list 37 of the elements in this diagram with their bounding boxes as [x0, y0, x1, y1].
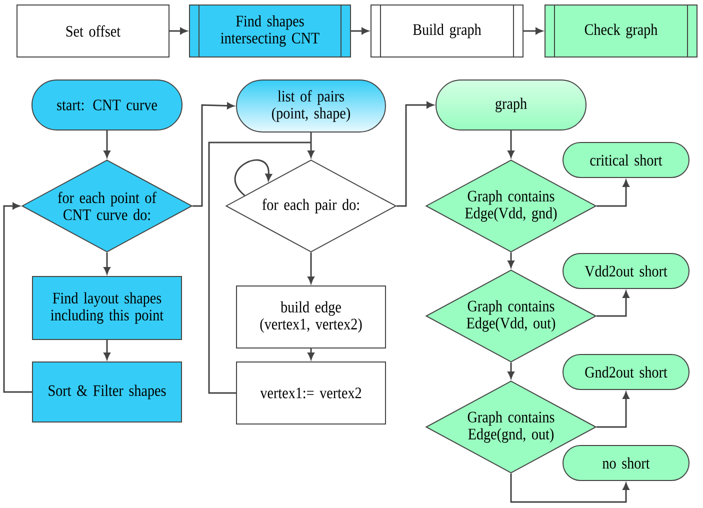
arrow [308, 252, 314, 284]
arrow [351, 28, 369, 34]
process-box: Sort & Filter shapes [32, 362, 182, 422]
arrow [596, 180, 630, 207]
terminal-box: Gnd2out short [562, 354, 690, 390]
arrow [3, 202, 32, 393]
predefined-process-box: Find shapes intersecting CNT [189, 4, 351, 58]
terminal-box: graph [436, 80, 586, 130]
arrow [308, 348, 314, 360]
arrow [508, 362, 514, 379]
process-box: Find layout shapes including this point [32, 276, 182, 340]
arrow [104, 252, 110, 274]
line [208, 142, 311, 394]
arrow [508, 252, 514, 268]
arrow [508, 130, 514, 158]
predefined-process-box: Build graph [370, 4, 524, 58]
process-box: vertex1:= vertex2 [236, 362, 386, 424]
arrow [104, 130, 110, 158]
arrow [308, 142, 314, 158]
predefined-process-box: Check graph [544, 4, 698, 58]
terminal-box: critical short [562, 142, 690, 178]
arrow [192, 102, 234, 207]
process-box: Set offset [16, 4, 170, 58]
arrow [396, 102, 434, 207]
terminal-box: start: CNT curve [32, 80, 182, 130]
arrow [104, 340, 110, 360]
terminal-box: no short [562, 445, 690, 481]
line [310, 132, 312, 142]
arrow [596, 392, 630, 428]
arrow [170, 28, 188, 34]
loop-arrow [234, 159, 272, 196]
arrow [596, 290, 630, 317]
arrow [524, 28, 543, 34]
terminal-box: list of pairs (point, shape) [236, 80, 386, 132]
process-box: build edge (vertex1, vertex2) [236, 286, 386, 348]
arrow [510, 474, 630, 503]
terminal-box: Vdd2out short [562, 253, 690, 289]
